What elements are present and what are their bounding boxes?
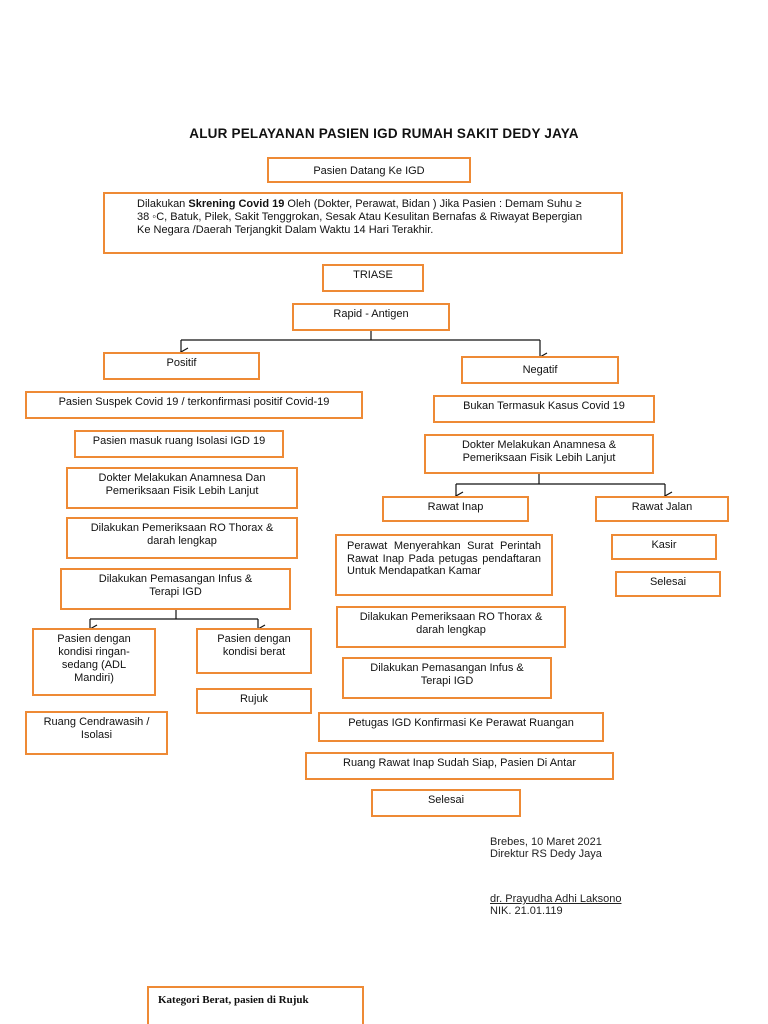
signature-name: dr. Prayudha Adhi Laksono [490,893,622,905]
node-pasien-suspek: Pasien Suspek Covid 19 / terkonfirmasi p… [25,391,363,419]
node-bukan-covid: Bukan Termasuk Kasus Covid 19 [433,395,655,423]
node-kondisi-berat: Pasien dengan kondisi berat [196,628,312,674]
note-kategori-berat: Kategori Berat, pasien di Rujuk [147,986,364,1024]
node-anamnesa-negatif: Dokter Melakukan Anamnesa & Pemeriksaan … [424,434,654,474]
node-rawat-jalan: Rawat Jalan [595,496,729,522]
node-rapid-antigen: Rapid - Antigen [292,303,450,331]
signature-position: Direktur RS Dedy Jaya [490,848,602,860]
node-rujuk: Rujuk [196,688,312,714]
node-infus-positif: Dilakukan Pemasangan Infus & Terapi IGD [60,568,291,610]
node-anamnesa-positif: Dokter Melakukan Anamnesa Dan Pemeriksaa… [66,467,298,509]
node-selesai-inap: Selesai [371,789,521,817]
node-selesai-jalan: Selesai [615,571,721,597]
node-kasir: Kasir [611,534,717,560]
node-isolasi-igd: Pasien masuk ruang Isolasi IGD 19 [74,430,284,458]
skrening-text-bold: Skrening Covid 19 [188,198,285,210]
node-konfirmasi-perawat: Petugas IGD Konfirmasi Ke Perawat Ruanga… [318,712,604,742]
node-infus-negatif: Dilakukan Pemasangan Infus & Terapi IGD [342,657,552,699]
node-ruang-cendrawasih: Ruang Cendrawasih / Isolasi [25,711,168,755]
node-skrening-covid: Dilakukan Skrening Covid 19 Oleh (Dokter… [103,192,623,254]
node-rawat-inap: Rawat Inap [382,496,529,522]
node-kondisi-ringan: Pasien dengan kondisi ringan-sedang (ADL… [32,628,156,696]
node-ruang-siap: Ruang Rawat Inap Sudah Siap, Pasien Di A… [305,752,614,780]
node-ro-thorax-negatif: Dilakukan Pemeriksaan RO Thorax & darah … [336,606,566,648]
signature-place-date: Brebes, 10 Maret 2021 [490,836,602,848]
skrening-text-pre: Dilakukan [137,198,189,210]
node-negatif: Negatif [461,356,619,384]
skrening-text-post: Oleh (Dokter, Perawat, Bidan ) Jika Pasi… [137,198,583,236]
node-ro-thorax-positif: Dilakukan Pemeriksaan RO Thorax & darah … [66,517,298,559]
node-triase: TRIASE [322,264,424,292]
node-positif: Positif [103,352,260,380]
node-perawat-spri: Perawat Menyerahkan Surat Perintah Rawat… [335,534,553,596]
node-pasien-datang: Pasien Datang Ke IGD [267,157,471,183]
page-title: ALUR PELAYANAN PASIEN IGD RUMAH SAKIT DE… [189,126,579,141]
signature-nik: NIK. 21.01.119 [490,905,563,917]
